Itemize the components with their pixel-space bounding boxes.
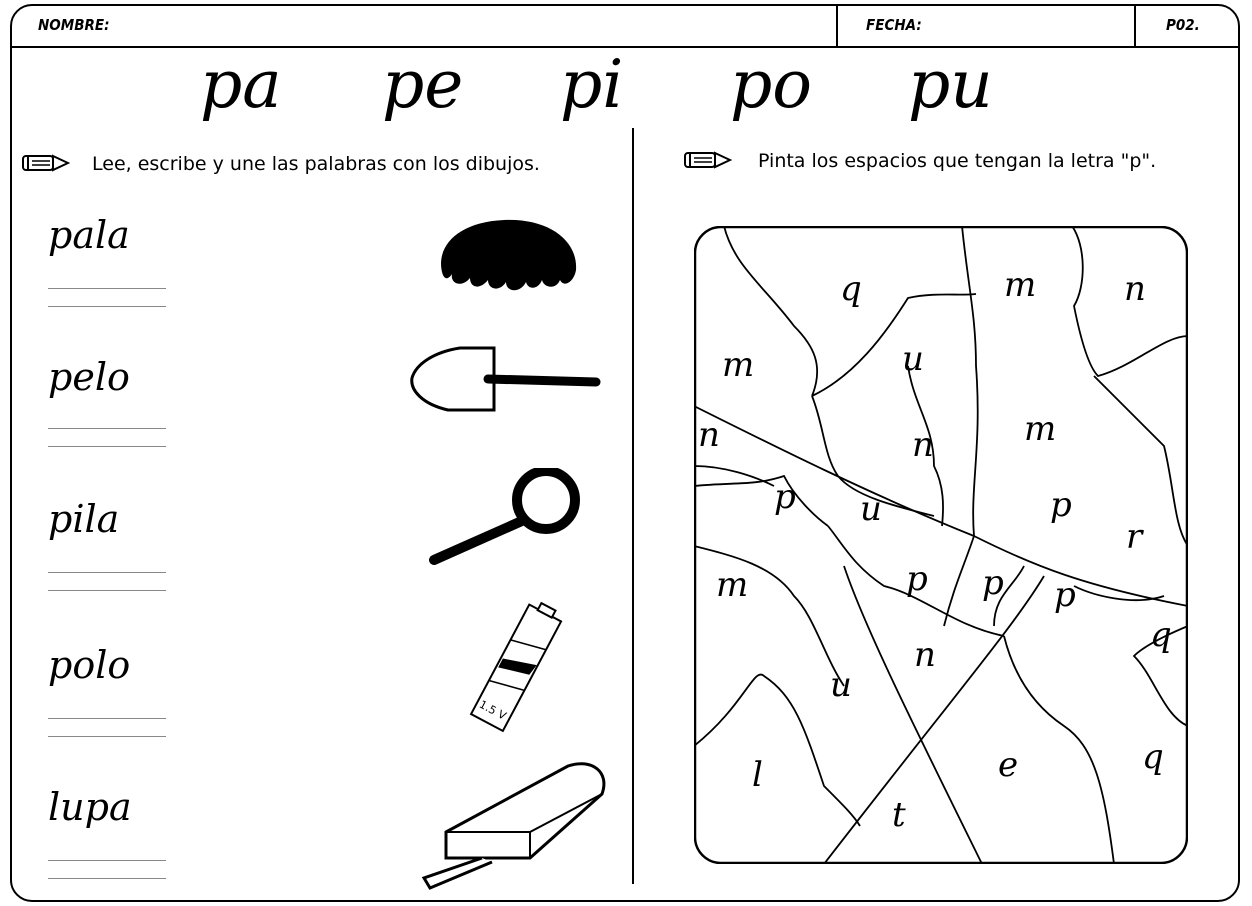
worksheet-frame [10,4,1240,902]
puzzle-letter: p [906,559,928,599]
coloring-puzzle: q m n m u n n m p u p r m p p p q n u l … [694,226,1188,864]
puzzle-letter: u [860,489,882,529]
header-bar: NOMBRE: FECHA: P02. [10,4,1240,48]
writing-line [48,428,166,429]
right-instruction: Pinta los espacios que tengan la letra "… [758,150,1157,172]
writing-line [48,860,166,861]
column-divider [632,128,634,884]
puzzle-letter: l [752,755,763,795]
puzzle-letter: n [912,425,934,465]
puzzle-letter: m [1004,265,1036,305]
puzzle-letter: p [982,563,1004,603]
writing-line [48,878,166,879]
header-divider [836,4,838,46]
writing-line [48,590,166,591]
syllable-pe: pe [382,46,464,123]
puzzle-letter: m [722,345,754,385]
puzzle-letter: p [1054,575,1076,615]
puzzle-letter: r [1126,517,1144,557]
puzzle-letter: p [774,477,796,517]
magnifier-icon [429,468,580,565]
puzzle-letter: n [914,635,936,675]
writing-line [48,736,166,737]
writing-line [48,288,166,289]
puzzle-letter: u [830,665,852,705]
battery-icon: 1.5 V [469,601,563,733]
shovel-icon [410,346,601,412]
puzzle-letter: q [1150,615,1172,655]
puzzle-letter: q [1142,737,1164,777]
syllable-pi: pi [560,46,624,123]
puzzle-letter: e [998,745,1018,785]
word-lupa: lupa [48,785,132,829]
puzzle-letter: m [1024,409,1056,449]
writing-line [48,306,166,307]
puzzle-letter: p [1050,485,1072,525]
fecha-label: FECHA: [866,16,922,34]
puzzle-letter: n [1124,269,1146,309]
sheet-code: P02. [1166,16,1200,34]
popsicle-icon [421,762,606,890]
word-pelo: pelo [48,355,130,399]
syllable-po: po [730,46,812,123]
syllable-pa: pa [200,46,282,123]
puzzle-letter: n [698,415,720,455]
writing-line [48,446,166,447]
word-pala: pala [48,213,130,257]
puzzle-letter: t [892,795,906,835]
writing-line [48,572,166,573]
left-instruction: Lee, escribe y une las palabras con los … [92,153,540,175]
writing-line [48,718,166,719]
pencil-icon [684,151,732,169]
header-divider [1134,4,1136,46]
word-polo: polo [48,643,131,687]
puzzle-letter: q [840,269,862,309]
syllable-pu: pu [908,46,993,123]
nombre-label: NOMBRE: [38,16,110,34]
word-pila: pila [48,497,120,541]
hair-icon [441,219,577,291]
puzzle-letter: u [902,339,924,379]
puzzle-letter: m [716,565,748,605]
pencil-icon [22,154,70,172]
